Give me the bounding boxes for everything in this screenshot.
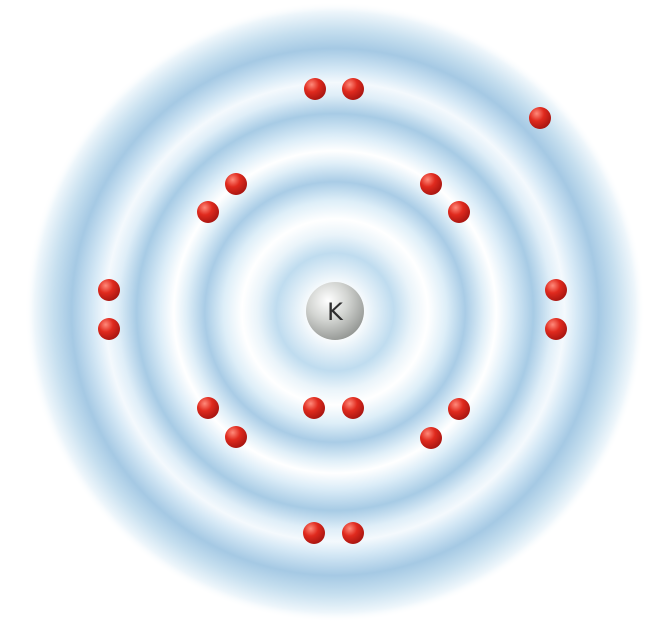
electron [303,397,325,419]
electron [342,397,364,419]
nucleus-symbol: K [327,298,344,326]
electron [225,173,247,195]
electron [98,318,120,340]
electron [420,173,442,195]
electron [197,201,219,223]
electron [98,279,120,301]
electron [448,201,470,223]
electron [420,427,442,449]
electron [303,522,325,544]
electron [545,279,567,301]
electron [342,522,364,544]
electron [545,318,567,340]
electron [304,78,326,100]
electron [448,398,470,420]
electron [197,397,219,419]
electron [225,426,247,448]
shell-4-electrons [529,107,551,129]
nucleus: K [306,282,364,340]
electron [529,107,551,129]
electron [342,78,364,100]
